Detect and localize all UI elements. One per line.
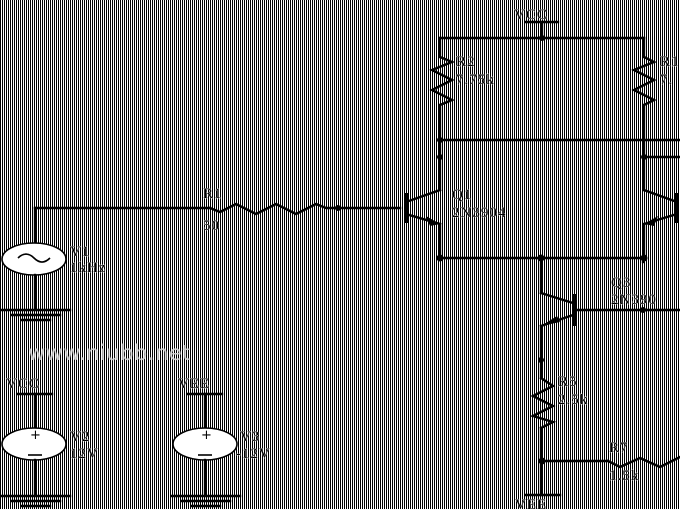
output-wires [437, 137, 680, 160]
vee-bottom-label: VEE [515, 497, 547, 509]
node-dot-out1b [437, 154, 443, 160]
q1-part-label: 2N3904 [452, 205, 506, 221]
q3-collector-leg [539, 291, 575, 305]
supply-source-v2: VCC + V2 12V [0, 376, 99, 508]
v2-rail-label: VCC [6, 376, 40, 392]
q3-part-label: 2N390 [611, 292, 657, 308]
q1-collector-leg [404, 188, 442, 204]
vcc-top-label: VCC [514, 7, 548, 23]
resistor-r7: R7 1.5k [538, 440, 680, 484]
r1-name-label: R1 [203, 186, 223, 202]
vcc-top-rail: VCC [438, 7, 646, 41]
r7-value-label: 1.5k [609, 468, 639, 484]
r4-name-label: R1 [660, 54, 680, 70]
resistor-r2: R2 7.75k [429, 36, 495, 192]
v2-name-label: V2 [70, 429, 90, 445]
resistor-r1: R1 50 [203, 186, 402, 234]
v1-name-label: V1 [70, 244, 90, 260]
r2-name-label: R2 [456, 54, 476, 70]
v2-value-label: 12V [70, 446, 99, 462]
plus-icon: + [201, 428, 213, 443]
ground-icon [170, 494, 242, 508]
transistor-q3: Q3 2N390 [538, 256, 680, 380]
r2-value-label: 7.75k [456, 72, 495, 88]
transistor-q2 [642, 188, 679, 260]
supply-source-v3: VEE + V3 -12V [170, 376, 271, 508]
resistor-r4: R1 7. [631, 36, 680, 192]
r2-zigzag [429, 55, 456, 107]
watermark-text: www.niubb.net [28, 341, 191, 365]
v3-name-label: V3 [240, 429, 260, 445]
q2-collector-leg [642, 188, 679, 204]
q1-name-label: Q1 [452, 187, 472, 203]
node-dot-e1 [436, 254, 444, 262]
r1-value-label: 50 [203, 218, 220, 234]
r4-value-label: 7. [660, 72, 673, 88]
q1-emitter-arrow-icon [426, 216, 440, 226]
q3-name-label: Q3 [611, 275, 631, 291]
r5-name-label: R5 [558, 374, 578, 390]
input-source-v1: V1 1kHz [0, 206, 212, 322]
ground-icon [0, 308, 72, 322]
resistor-r5: R5 2.5k [529, 374, 588, 497]
r7-name-label: R7 [609, 440, 629, 456]
vee-bottom-rail: VEE [515, 493, 562, 509]
q3-emitter-arrow-icon [541, 316, 560, 326]
r4-zigzag [631, 55, 657, 107]
plus-icon: + [30, 428, 42, 443]
ground-icon [0, 494, 72, 508]
v3-rail-label: VEE [178, 376, 210, 392]
sine-wave-icon [17, 253, 51, 263]
node-dot-q3-base [640, 307, 646, 313]
node-dot-base [335, 205, 341, 211]
node-dot-q3-emitter [538, 357, 544, 363]
transistor-q1: Q1 2N3904 [404, 187, 506, 260]
v3-value-label: -12V [236, 446, 271, 462]
q2-emitter-arrow-icon [644, 216, 658, 226]
r5-zigzag [529, 376, 557, 430]
v1-value-label: 1kHz [70, 260, 107, 276]
r7-zigzag [606, 455, 680, 469]
r5-value-label: 2.5k [558, 392, 588, 408]
r1-zigzag [208, 202, 402, 216]
